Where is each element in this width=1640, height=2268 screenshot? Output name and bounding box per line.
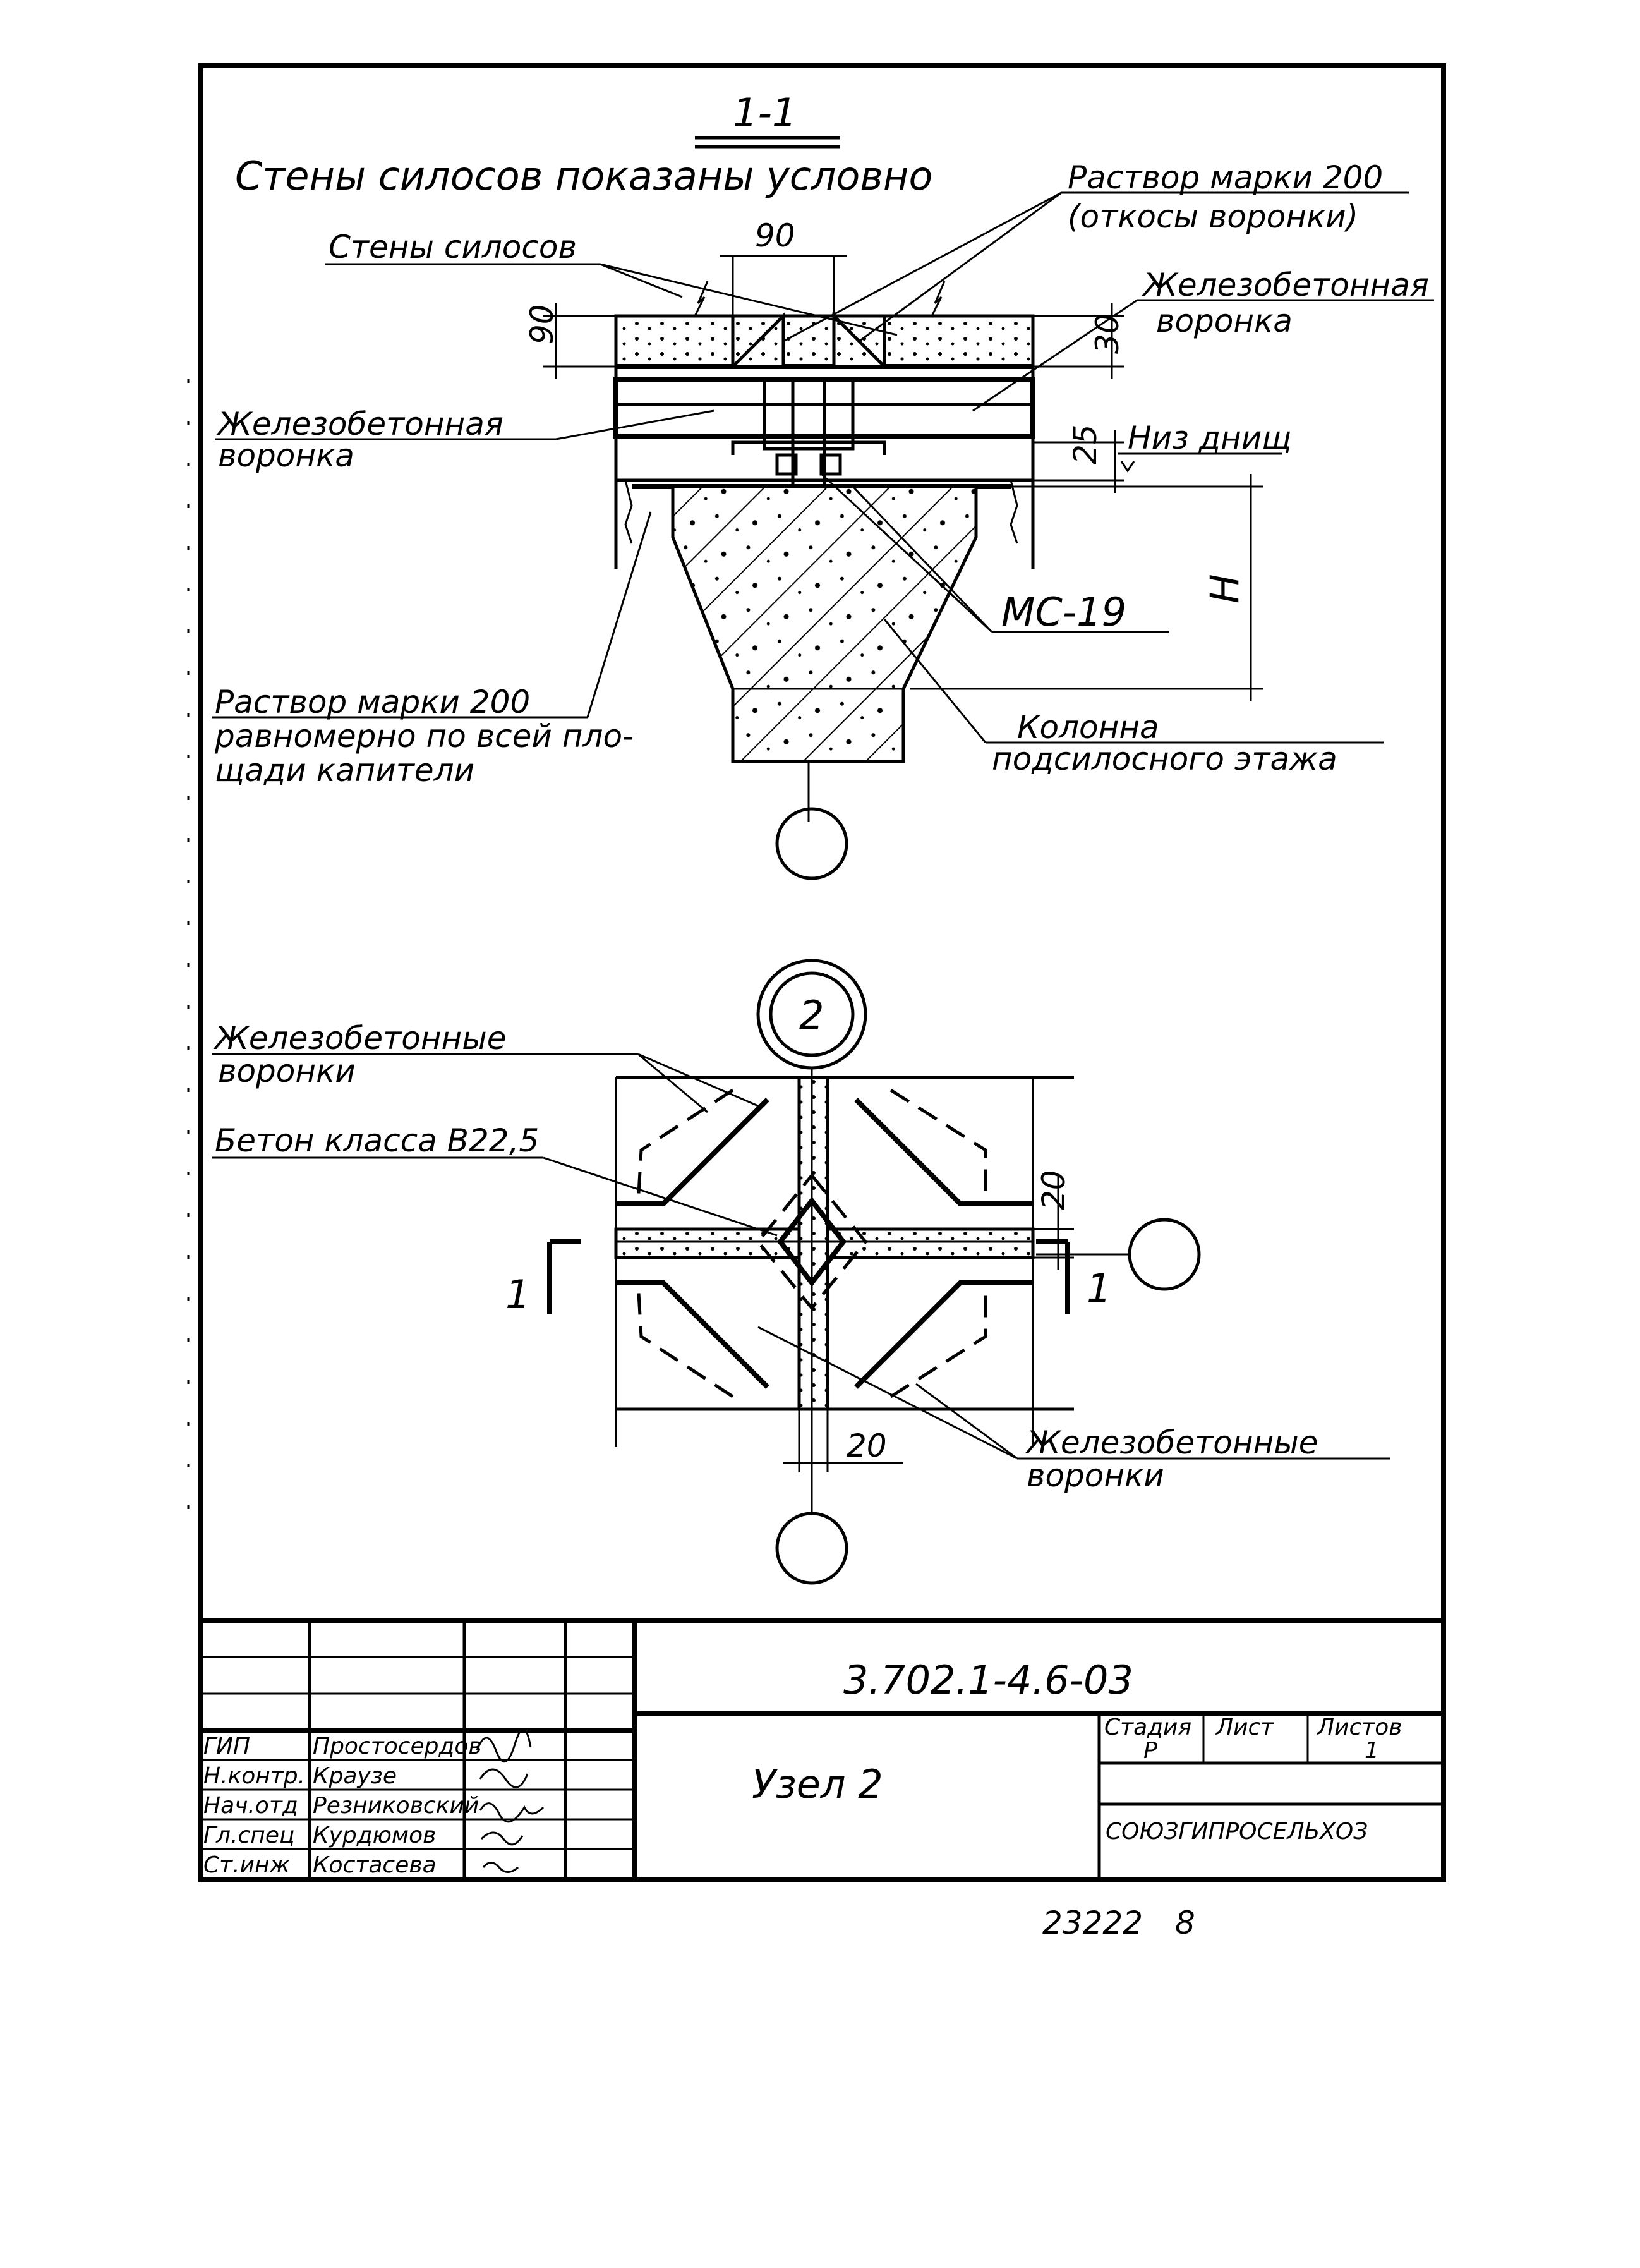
svg-text:МС-19: МС-19	[1001, 589, 1126, 635]
svg-text:воронки: воронки	[1027, 1457, 1164, 1494]
role-3: Гл.спец	[203, 1822, 295, 1848]
svg-text:воронка: воронка	[1156, 303, 1293, 339]
section-1-1: 1-1 Стены силосов показаны условно	[212, 90, 1434, 880]
dim-30: 30	[1033, 303, 1126, 379]
dim-90-side: 90	[524, 303, 616, 379]
svg-text:Железобетонные: Железобетонные	[213, 1020, 506, 1057]
label-mortar-bottom: Раствор марки 200 равномерно по всей пло…	[212, 511, 652, 789]
svg-text:Колонна: Колонна	[1017, 709, 1159, 746]
svg-text:воронки: воронки	[218, 1053, 356, 1089]
role-1: Н.контр.	[203, 1763, 305, 1789]
dim-20-right: 20	[1033, 1170, 1074, 1270]
sheets-header: Листов	[1316, 1714, 1402, 1740]
organization: СОЮЗГИПРОСЕЛЬХОЗ	[1106, 1819, 1368, 1845]
stage-value: Р	[1143, 1738, 1157, 1764]
label-silo-walls: Стены силосов	[325, 229, 898, 336]
name-1: Краузе	[313, 1763, 397, 1789]
name-2: Резниковский	[313, 1793, 479, 1819]
label-mortar-top: Раствор марки 200 (откосы воронки)	[783, 159, 1409, 343]
cut-mark-right: 1	[1036, 1239, 1111, 1314]
dim-H: H	[910, 474, 1263, 701]
svg-text:90: 90	[755, 217, 795, 254]
dim-90-top: 90	[720, 217, 847, 316]
name-3: Курдюмов	[313, 1822, 436, 1848]
svg-text:20: 20	[1035, 1170, 1072, 1210]
label-rc-funnels-bottom: Железобетонные воронки	[757, 1326, 1390, 1494]
svg-text:воронка: воронка	[218, 437, 354, 474]
node-marker: 2	[799, 992, 824, 1038]
svg-text:Стены силосов: Стены силосов	[329, 229, 577, 265]
section-title: 1-1	[733, 90, 797, 136]
sheet-title: Узел 2	[752, 1761, 883, 1807]
node-2-plan: 2 1	[212, 959, 1390, 1585]
role-0: ГИП	[203, 1733, 250, 1759]
page-mark: 8	[1175, 1905, 1195, 1941]
archive-number: 23222	[1042, 1905, 1143, 1941]
dim-25: 25	[1033, 424, 1124, 493]
svg-text:Раствор марки 200: Раствор марки 200	[1068, 159, 1383, 196]
label-rc-funnel-right: Железобетонная воронка	[972, 267, 1434, 412]
funnel-corners	[616, 1088, 1033, 1398]
svg-text:равномерно по всей пло-: равномерно по всей пло-	[214, 718, 634, 755]
svg-text:H: H	[1202, 574, 1248, 603]
axis-bubble	[775, 807, 848, 880]
label-rc-funnels-top: Железобетонные воронки	[212, 1020, 759, 1113]
label-concrete-class: Бетон класса В22,5	[212, 1122, 778, 1237]
svg-text:щади капители: щади капители	[215, 752, 474, 789]
dim-20-bottom: 20	[783, 1409, 903, 1472]
cut-mark-left: 1	[505, 1239, 581, 1318]
svg-text:Низ днищ: Низ днищ	[1128, 420, 1291, 456]
column-capital	[671, 485, 978, 822]
name-0: Простосердов	[313, 1733, 482, 1759]
name-4: Костасева	[313, 1852, 437, 1878]
label-rc-funnel-left: Железобетонная воронка	[215, 406, 714, 474]
role-4: Ст.инж	[203, 1852, 290, 1878]
sheets-value: 1	[1365, 1738, 1379, 1764]
section-subtitle: Стены силосов показаны условно	[235, 153, 932, 199]
stage-header: Стадия	[1104, 1714, 1191, 1740]
label-column: Колонна подсилосного этажа	[883, 619, 1384, 777]
central-joint	[632, 377, 1011, 489]
svg-text:25: 25	[1067, 424, 1104, 464]
svg-text:1: 1	[1087, 1265, 1111, 1311]
svg-text:1: 1	[505, 1271, 530, 1318]
sheet-header: Лист	[1215, 1714, 1274, 1740]
svg-text:подсилосного этажа: подсилосного этажа	[992, 741, 1337, 777]
svg-text:(откосы воронки): (откосы воронки)	[1068, 198, 1358, 235]
svg-text:90: 90	[524, 304, 560, 344]
svg-text:Железобетонная: Железобетонная	[1142, 267, 1429, 303]
title-block: 3.702.1-4.6-03 Узел 2 Стадия Лист Листов…	[198, 1618, 1446, 1882]
svg-text:Бетон класса В22,5: Бетон класса В22,5	[215, 1122, 539, 1159]
svg-text:20: 20	[847, 1428, 887, 1464]
axis-bubble-bottom	[775, 1512, 848, 1585]
axis-bubble-right	[1128, 1218, 1201, 1291]
signatures	[476, 1728, 545, 1873]
doc-code: 3.702.1-4.6-03	[843, 1657, 1133, 1703]
label-embedded-part: МС-19	[820, 473, 1169, 635]
svg-text:Железобетонные: Железобетонные	[1025, 1424, 1318, 1461]
svg-text:Раствор марки 200: Раствор марки 200	[215, 684, 530, 720]
svg-text:Железобетонная: Железобетонная	[216, 406, 503, 442]
label-bottom-level: Низ днищ	[1118, 420, 1291, 473]
role-2: Нач.отд	[203, 1793, 298, 1819]
